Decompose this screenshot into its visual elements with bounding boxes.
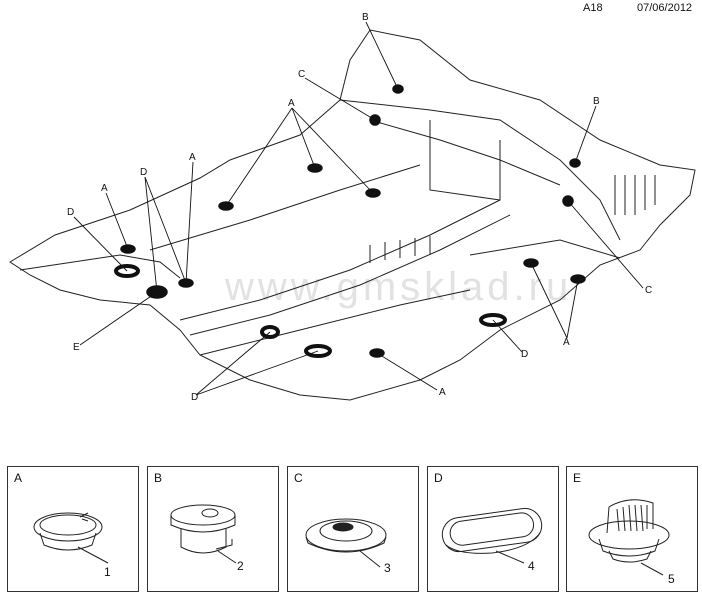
diagram-date: 07/06/2012 [637, 2, 693, 14]
legend-number-2: 2 [237, 559, 244, 573]
legend-number-3: 3 [384, 561, 391, 575]
legend-box-c: C 3 [287, 466, 419, 592]
callout-c-right: C [645, 285, 652, 296]
legend-box-d: D 4 [427, 466, 559, 592]
legend-box-b: B 2 [147, 466, 279, 592]
rear-wall [429, 120, 501, 201]
watermark-text: www.gmsklad.ru [224, 265, 572, 309]
floor-outline [9, 29, 696, 401]
plugs-group [114, 84, 586, 358]
legend-letter-b: B [154, 471, 163, 485]
legend-box-a: A 1 [7, 466, 139, 592]
callout-d-upper: D [140, 167, 147, 178]
callout-a-top: A [288, 98, 295, 109]
callout-d-right: D [521, 349, 528, 360]
legend-letter-a: A [14, 471, 23, 485]
callout-b-right: B [593, 96, 600, 107]
plug-c-icon [305, 518, 387, 568]
callout-labels: A A A D D B B C C E D A D A [67, 12, 652, 403]
callout-d-left: D [67, 207, 74, 218]
callout-a-right: A [563, 337, 570, 348]
floor-panel-illustration: www.gmsklad.ru [9, 12, 696, 403]
sill-left [19, 254, 181, 279]
legend-letter-e: E [573, 471, 582, 485]
plug-b-icon [170, 504, 237, 564]
leader-lines [73, 21, 644, 396]
legend-letter-c: C [294, 471, 303, 485]
plug-e-icon [588, 499, 670, 576]
rear-ribs [614, 175, 656, 215]
plug-d-icon [441, 507, 543, 564]
callout-a-left: A [189, 152, 196, 163]
sill-right [469, 239, 621, 259]
legend-number-4: 4 [528, 559, 535, 573]
tunnel-slots [369, 236, 431, 263]
legend-number-1: 1 [104, 565, 111, 579]
callout-b-top: B [362, 12, 369, 23]
legend-box-e: E 5 [566, 466, 698, 592]
callout-d-bottom: D [191, 392, 198, 403]
crossmember-front [199, 289, 471, 356]
floor-rear-section [339, 99, 621, 241]
callout-a-far-left: A [101, 183, 108, 194]
floor-tunnel-inner [189, 214, 511, 336]
legend-number-5: 5 [668, 572, 675, 586]
diagram-code: A18 [583, 2, 603, 14]
callout-c-top: C [298, 69, 305, 80]
floor-tunnel [179, 199, 501, 321]
crossmember-mid [149, 164, 421, 251]
legend-letter-d: D [434, 471, 443, 485]
callout-a-bottom: A [439, 387, 446, 398]
crossmember-rear [369, 119, 561, 186]
callout-e: E [73, 342, 80, 353]
plug-a-icon [33, 512, 109, 564]
